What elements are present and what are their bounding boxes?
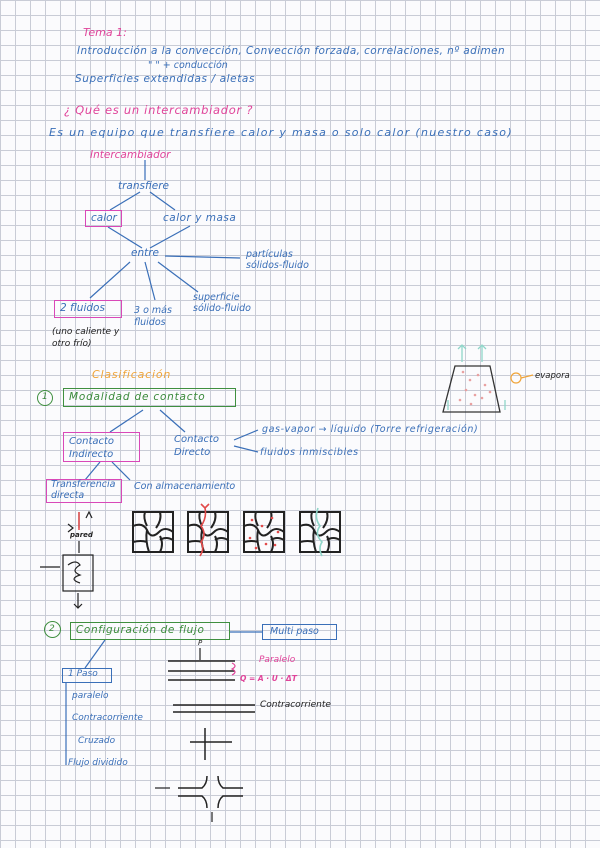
item1-number: 1: [42, 392, 48, 402]
tree-particulas: partículas sólidos-fluido: [246, 249, 309, 271]
list-contracorriente: Contracorriente: [72, 713, 143, 723]
item1-label: Modalidad de contacto: [69, 391, 206, 403]
tree-calor: calor: [91, 212, 117, 224]
question-title: ¿ Qué es un intercambiador ?: [64, 103, 254, 117]
tree-superficie: superficie sólido-fluido: [193, 292, 251, 314]
diagram-paralelo: Paralelo: [259, 655, 296, 665]
tree-tres-fluidos: 3 o más fluidos: [134, 305, 172, 328]
contacto-indirecto: Contacto Indirecto: [69, 436, 115, 460]
topic-line-1: Introducción a la convección, Convección…: [77, 45, 506, 57]
un-paso: 1 Paso: [68, 669, 98, 679]
topic-title: Tema 1:: [83, 26, 127, 39]
item2-number: 2: [49, 624, 55, 634]
tree-entre: entre: [131, 247, 160, 259]
calor-box: [85, 210, 122, 227]
tree-calor-masa: calor y masa: [163, 212, 237, 224]
tree-dos-fluidos: 2 fluidos: [60, 302, 105, 314]
con-almacenamiento: Con almacenamiento: [134, 481, 236, 492]
transferencia-directa: Transferencia directa: [51, 479, 116, 502]
list-cruzado: Cruzado: [78, 736, 116, 746]
contacto-directo: Contacto Directo: [174, 434, 220, 458]
topic-line-2: " " + conducción: [148, 60, 228, 71]
item2-box: [70, 622, 230, 640]
tree-note-caliente-frio: (uno caliente y otro frío): [52, 327, 120, 350]
diagram-contracorriente: Contracorriente: [260, 700, 331, 710]
pared-label: pared: [70, 531, 93, 539]
p-label: P: [198, 639, 203, 647]
fluidos-inmiscibles: fluidos inmiscibles: [260, 447, 359, 458]
evapora-label: evapora: [535, 371, 570, 381]
list-paralelo: paralelo: [72, 691, 109, 701]
dos-fluidos-box: [54, 300, 122, 318]
gas-vapor-line: gas-vapor → líquido (Torre refrigeración…: [262, 424, 479, 435]
clasificacion-title: Clasificación: [92, 368, 172, 381]
question-answer: Es un equipo que transfiere calor y masa…: [49, 126, 513, 139]
topic-line-3: Superficies extendidas / aletas: [75, 73, 256, 85]
item2-label: Configuración de flujo: [76, 624, 205, 636]
regenerator-sketches: [132, 511, 341, 553]
flow-configuration-sketches: [168, 660, 255, 809]
item1-box: [63, 388, 236, 407]
transferencia-directa-box: [46, 479, 122, 503]
cooling-tower-sketch: [442, 365, 501, 413]
multi-paso: Multi paso: [270, 626, 319, 637]
formula: Q = A · U · ΔT: [240, 674, 297, 683]
un-paso-box: [62, 668, 112, 683]
tree-root-intercambiador: Intercambiador: [90, 149, 171, 161]
list-flujo-dividido: Flujo dividido: [68, 758, 128, 768]
contacto-indirecto-box: [63, 432, 140, 462]
item1-circle: [37, 390, 53, 406]
tree-transfiere: transfiere: [118, 180, 170, 192]
wall-exchanger-sketch: [40, 510, 94, 609]
multi-paso-box: [262, 624, 337, 640]
item2-circle: [44, 621, 61, 638]
